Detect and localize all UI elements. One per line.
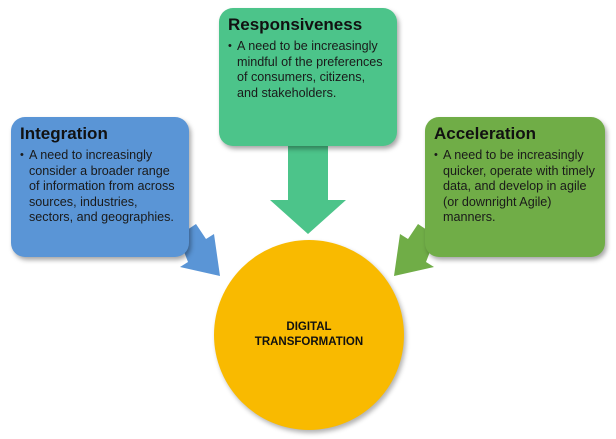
responsiveness-bullet: • A need to be increasingly mindful of t…	[228, 39, 389, 101]
bullet-dot-icon: •	[228, 40, 232, 52]
center-label: DIGITAL TRANSFORMATION	[254, 321, 364, 348]
acceleration-bullet-text: A need to be increasingly quicker, opera…	[443, 148, 595, 225]
acceleration-bullet: • A need to be increasingly quicker, ope…	[434, 148, 597, 226]
responsiveness-bullet-text: A need to be increasingly mindful of the…	[237, 39, 383, 100]
integration-box: Integration • A need to increasingly con…	[11, 117, 189, 257]
acceleration-title: Acceleration	[434, 124, 537, 143]
arrow-responsiveness	[270, 146, 346, 234]
responsiveness-title: Responsiveness	[228, 15, 363, 34]
bullet-dot-icon: •	[434, 149, 438, 161]
acceleration-box: Acceleration • A need to be increasingly…	[425, 117, 605, 257]
digital-transformation-circle: DIGITAL TRANSFORMATION	[214, 240, 404, 430]
integration-title: Integration	[20, 124, 108, 143]
integration-bullet-text: A need to increasingly consider a broade…	[29, 148, 175, 225]
integration-bullet: • A need to increasingly consider a broa…	[20, 148, 181, 226]
bullet-dot-icon: •	[20, 149, 24, 161]
responsiveness-box: Responsiveness • A need to be increasing…	[219, 8, 397, 146]
